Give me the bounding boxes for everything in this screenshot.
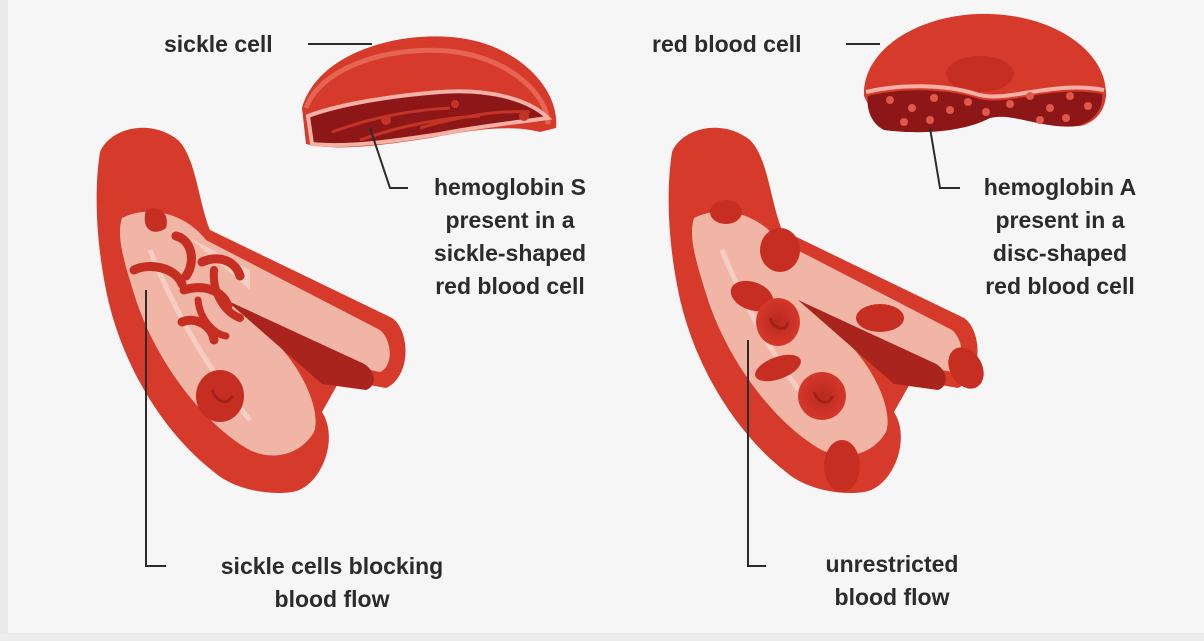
hemoglobin-s-label: hemoglobin S present in a sickle-shaped … [400, 171, 620, 303]
blocked-flow-label: sickle cells blocking blood flow [196, 550, 468, 616]
sickle-cell-label: sickle cell [164, 28, 273, 61]
sickle-blood-vessel [97, 128, 406, 493]
hemoglobin-s-line-3: sickle-shaped [400, 237, 620, 270]
unrestricted-flow-line-1: unrestricted [794, 548, 990, 581]
red-blood-cell-label: red blood cell [652, 28, 802, 61]
hemoglobin-a-line-4: red blood cell [950, 270, 1170, 303]
hemoglobin-a-label: hemoglobin A present in a disc-shaped re… [950, 171, 1170, 303]
blocked-flow-line-1: sickle cells blocking [196, 550, 468, 583]
unrestricted-flow-label: unrestricted blood flow [794, 548, 990, 614]
hemoglobin-a-line-3: disc-shaped [950, 237, 1170, 270]
hemoglobin-a-line-2: present in a [950, 204, 1170, 237]
hemoglobin-s-line-1: hemoglobin S [400, 171, 620, 204]
red-blood-cell-crosssection [864, 14, 1106, 132]
hemoglobin-a-line-1: hemoglobin A [950, 171, 1170, 204]
hemoglobin-s-line-4: red blood cell [400, 270, 620, 303]
blocked-flow-line-2: blood flow [196, 583, 468, 616]
unrestricted-flow-line-2: blood flow [794, 581, 990, 614]
hemoglobin-s-line-2: present in a [400, 204, 620, 237]
sickle-cell-crosssection [302, 36, 556, 147]
normal-blood-vessel [669, 128, 991, 493]
